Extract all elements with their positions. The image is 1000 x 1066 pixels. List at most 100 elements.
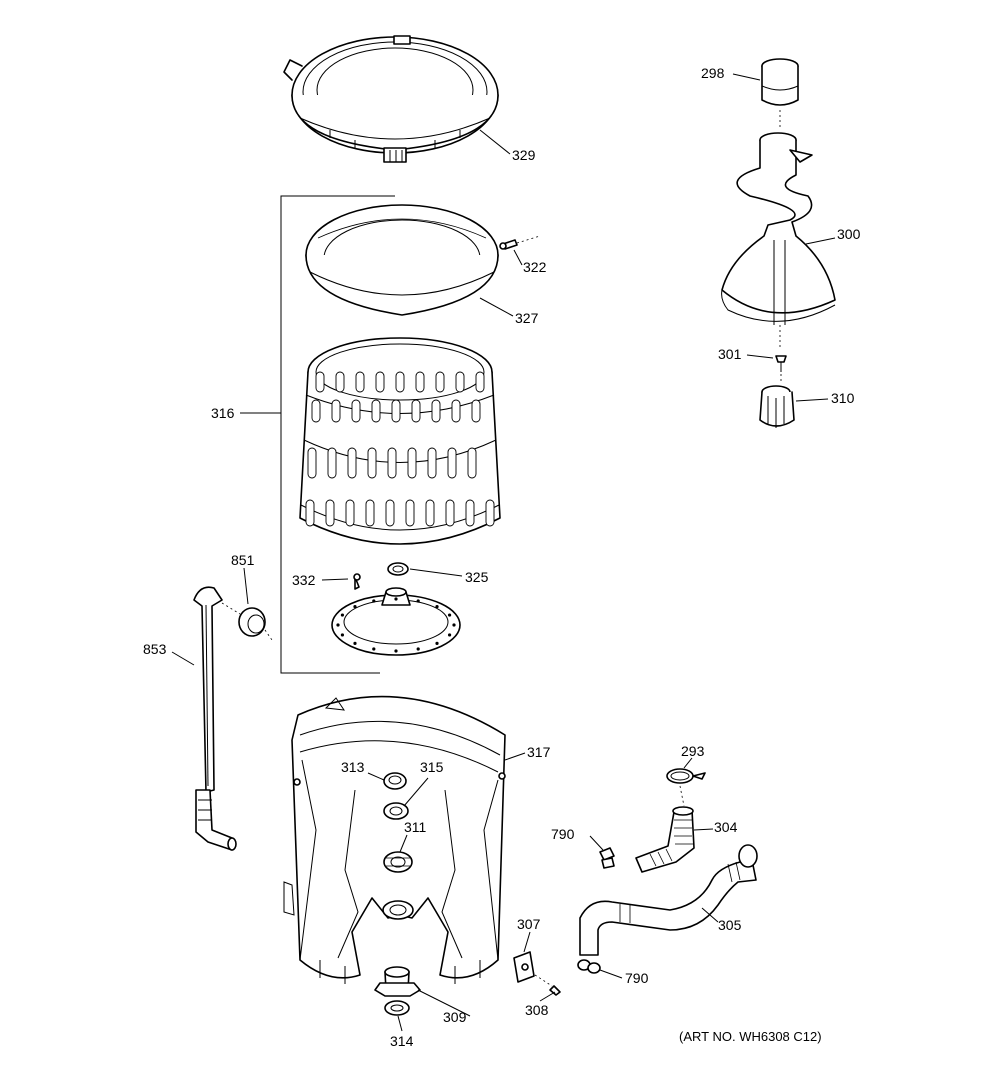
basket-slot bbox=[411, 399, 421, 423]
label-790-lower: 790 bbox=[625, 970, 649, 986]
basket-slot bbox=[451, 399, 461, 423]
basket-slot bbox=[387, 447, 397, 479]
basket-slot bbox=[315, 371, 325, 393]
basket-slot bbox=[327, 447, 337, 479]
hub-hole bbox=[416, 599, 420, 603]
label-316: 316 bbox=[211, 405, 235, 421]
basket-slot bbox=[435, 371, 445, 393]
label-790-upper: 790 bbox=[551, 826, 575, 842]
label-304: 304 bbox=[714, 819, 738, 835]
agitator-part-300 bbox=[721, 132, 836, 350]
basket-slot bbox=[355, 371, 365, 393]
drain-hose-part-304 bbox=[635, 806, 695, 873]
basket-slot bbox=[475, 371, 485, 393]
label-851: 851 bbox=[231, 552, 255, 568]
basket-slot bbox=[471, 399, 481, 423]
basket-perforations bbox=[305, 371, 495, 527]
basket-slot bbox=[365, 499, 375, 527]
drain-fitting-part-309 bbox=[374, 966, 421, 997]
label-314: 314 bbox=[390, 1033, 414, 1049]
label-325: 325 bbox=[465, 569, 489, 585]
basket-slot bbox=[485, 499, 495, 527]
hub-hole bbox=[435, 605, 439, 609]
basket-slot bbox=[375, 371, 385, 393]
basket-slot bbox=[405, 499, 415, 527]
bracket-part-307 bbox=[513, 951, 535, 983]
hub-fitting bbox=[382, 900, 414, 920]
suspension-rod-part-853 bbox=[193, 586, 237, 851]
basket-assembly-bracket-316 bbox=[240, 195, 395, 674]
basket-slot bbox=[385, 499, 395, 527]
label-301: 301 bbox=[718, 346, 742, 362]
hub-hole bbox=[340, 613, 345, 617]
label-317: 317 bbox=[527, 744, 551, 760]
basket-slot bbox=[367, 447, 377, 479]
leader-lines bbox=[171, 73, 836, 1032]
outer-tub-part-317 bbox=[283, 695, 506, 984]
bolt-part-301 bbox=[775, 355, 787, 384]
hose-clip-part-790-lower bbox=[577, 959, 601, 974]
label-313: 313 bbox=[341, 759, 365, 775]
basket-slot bbox=[345, 499, 355, 527]
hub-hole bbox=[353, 641, 357, 645]
basket-slot bbox=[305, 499, 315, 527]
hub-hole bbox=[452, 623, 456, 627]
basket-hub bbox=[331, 587, 461, 656]
hub-hole bbox=[372, 647, 376, 651]
basket-slot bbox=[467, 447, 477, 479]
basket-slot bbox=[407, 447, 417, 479]
bearing-part-311 bbox=[383, 851, 413, 873]
basket-slot bbox=[465, 499, 475, 527]
basket-slot bbox=[371, 399, 381, 423]
drain-hose-part-305 bbox=[579, 844, 758, 956]
label-293: 293 bbox=[681, 743, 705, 759]
hub-hole bbox=[336, 623, 340, 627]
hub-hole bbox=[372, 599, 376, 603]
screw-part-332 bbox=[353, 573, 361, 590]
hub-hole bbox=[435, 641, 439, 645]
label-315: 315 bbox=[420, 759, 444, 775]
hose-clip-part-790-upper bbox=[599, 847, 615, 869]
label-310: 310 bbox=[831, 390, 855, 406]
basket-slot bbox=[351, 399, 361, 423]
basket-slot bbox=[331, 399, 341, 423]
label-305: 305 bbox=[718, 917, 742, 933]
label-298: 298 bbox=[701, 65, 725, 81]
label-322: 322 bbox=[523, 259, 547, 275]
label-853: 853 bbox=[143, 641, 167, 657]
part-labels: 298 300 301 310 329 322 327 316 332 325 … bbox=[143, 65, 861, 1049]
hub-hole bbox=[340, 633, 345, 637]
basket-slot bbox=[415, 371, 425, 393]
coupling-part-310 bbox=[759, 385, 795, 428]
label-300: 300 bbox=[837, 226, 861, 242]
tub-cover-part-329 bbox=[283, 35, 499, 163]
basket-slot bbox=[347, 447, 357, 479]
art-number: (ART NO. WH6308 C12) bbox=[679, 1029, 822, 1044]
hub-hole bbox=[353, 605, 357, 609]
washer-part-314 bbox=[384, 1000, 410, 1016]
label-332: 332 bbox=[292, 572, 316, 588]
hub-holes bbox=[336, 597, 456, 653]
balance-ring-part-327 bbox=[305, 204, 499, 316]
basket-slot bbox=[325, 499, 335, 527]
washer-part-325 bbox=[387, 562, 409, 576]
hub-hole bbox=[447, 633, 452, 637]
basket-slot bbox=[425, 499, 435, 527]
basket-slot bbox=[311, 399, 321, 423]
basket-slot bbox=[447, 447, 457, 479]
label-311: 311 bbox=[404, 819, 427, 835]
label-327: 327 bbox=[515, 310, 539, 326]
label-308: 308 bbox=[525, 1002, 549, 1018]
basket-slot bbox=[395, 371, 405, 393]
hub-hole bbox=[394, 649, 398, 653]
hose-clamp-part-293 bbox=[666, 768, 706, 807]
basket-slot bbox=[427, 447, 437, 479]
label-307: 307 bbox=[517, 916, 541, 932]
basket-slot bbox=[445, 499, 455, 527]
basket-slot bbox=[431, 399, 441, 423]
basket-slot bbox=[455, 371, 465, 393]
hub-hole bbox=[447, 613, 452, 617]
basket-slot bbox=[307, 447, 317, 479]
basket-slot bbox=[335, 371, 345, 393]
screw-part-322 bbox=[499, 235, 541, 250]
